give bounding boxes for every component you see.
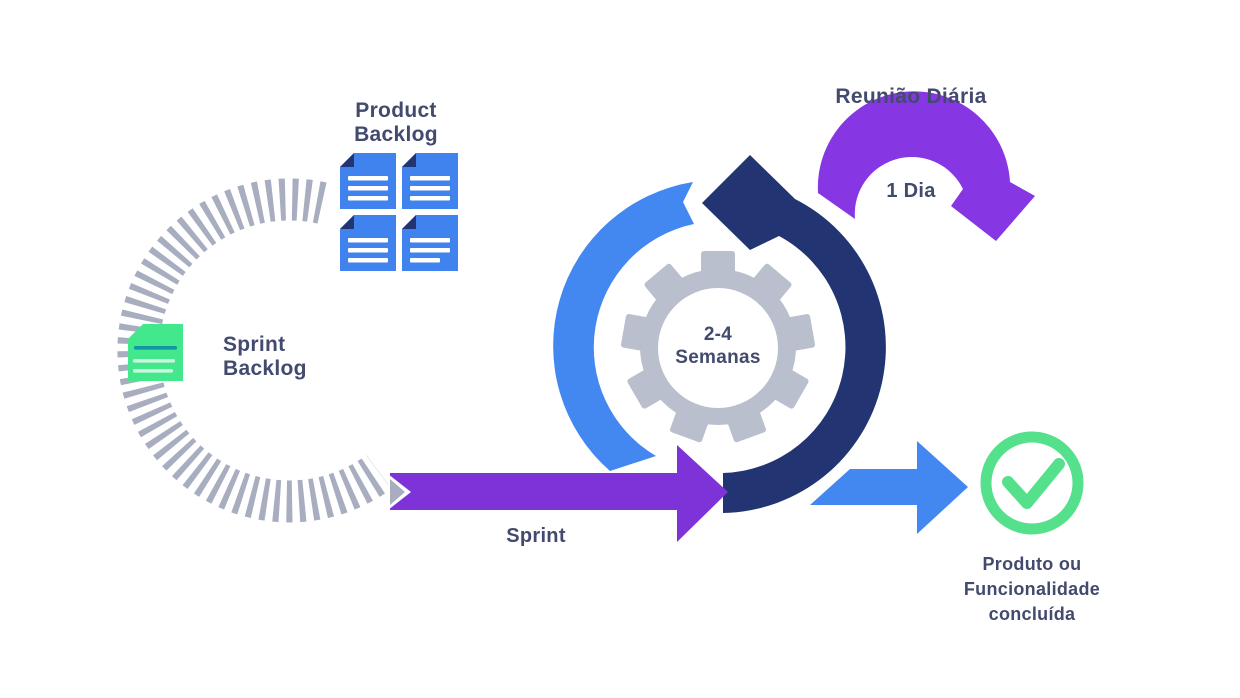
gear-tooth (627, 368, 665, 409)
sprint-backlog-label-line1: Sprint (223, 333, 285, 356)
checkmark-icon (1002, 458, 1065, 509)
result-label-line3: concluída (989, 604, 1076, 624)
cycle-arc-blue (553, 182, 694, 471)
sprint-backlog-note (128, 324, 183, 381)
document-fold (402, 153, 416, 167)
sprint-arrow (390, 445, 728, 542)
cycle-arc-navy (702, 155, 886, 513)
flow-curve-end-chevron (390, 479, 405, 505)
document-icon (340, 215, 396, 271)
document-fold (340, 153, 354, 167)
note-line (133, 369, 173, 373)
product-backlog-label-line1: Product (355, 99, 436, 122)
sprint-backlog-label-line2: Backlog (223, 357, 307, 380)
document-icon (402, 215, 458, 271)
product-backlog-label-line2: Backlog (354, 123, 438, 146)
document-fold (402, 215, 416, 229)
check-circle-icon (980, 431, 1084, 535)
note-line (133, 359, 175, 363)
daily-meeting-arc (817, 91, 1035, 242)
striped-flow-curve (117, 178, 392, 523)
note-line-teal (134, 346, 177, 350)
sprint-arrow-label: Sprint (506, 525, 566, 547)
cycle-duration-line1: 2-4 (704, 324, 732, 345)
document-fold (340, 215, 354, 229)
daily-duration-label: 1 Dia (886, 180, 936, 202)
document-icon (402, 153, 458, 209)
gear-icon (620, 251, 816, 443)
gear-tooth (771, 368, 809, 409)
gear-tooth (751, 263, 792, 304)
daily-meeting-label: Reunião Diária (835, 85, 986, 108)
document-icon (340, 153, 396, 209)
sticky-note-icon (128, 324, 183, 381)
result-label-line1: Produto ou (983, 554, 1082, 574)
output-arrow (810, 441, 968, 534)
cycle-duration-line2: Semanas (675, 347, 761, 368)
product-backlog-docs (340, 153, 458, 271)
gear-tooth (644, 263, 685, 304)
gear-center-hole (658, 288, 778, 408)
result-label-line2: Funcionalidade (964, 579, 1100, 599)
